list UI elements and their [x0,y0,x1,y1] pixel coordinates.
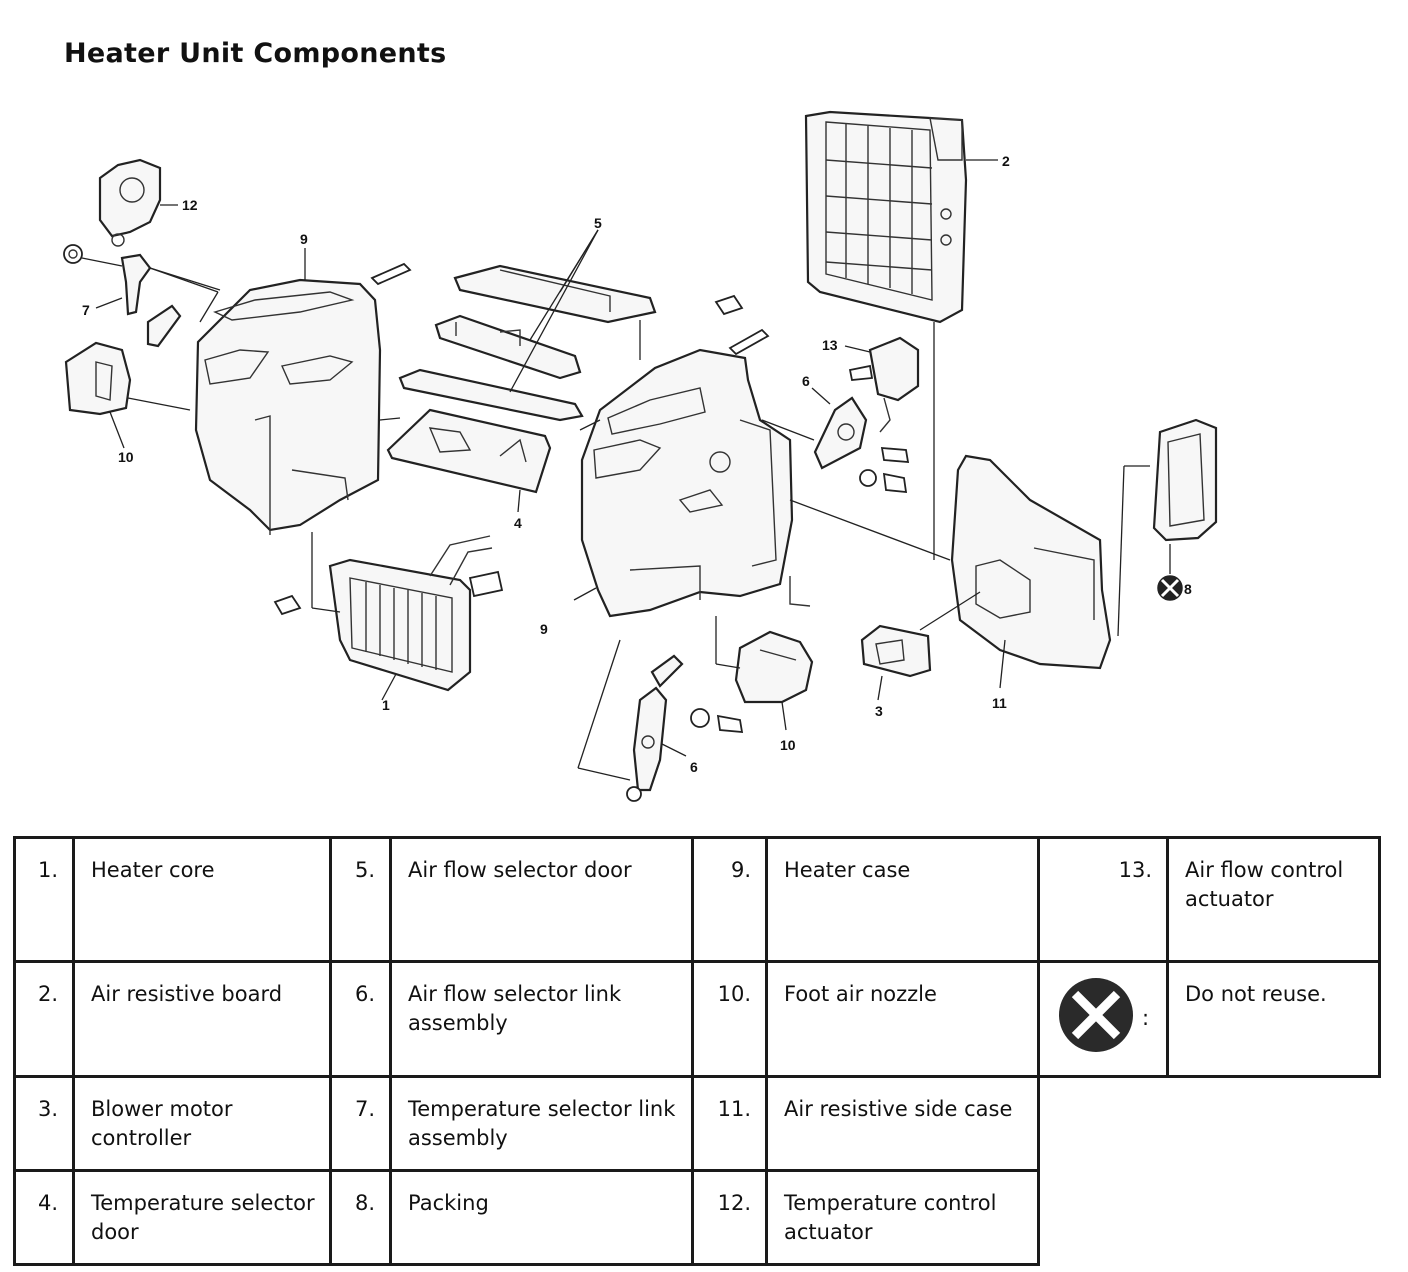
exploded-parts-diagram: 1 2 3 4 5 6 6 7 8 9 9 10 10 11 12 13 [63,110,1218,802]
legend-num: 13. [1037,836,1169,963]
air-flow-selector-link-lower-part [577,639,744,802]
air-flow-selector-link-upper-part [811,387,910,494]
legend-label: Air resistive board [72,960,332,1078]
legend-num: 6. [329,960,392,1078]
legend-label: Air flow control actuator [1166,836,1381,963]
legend-label: Packing [389,1169,694,1266]
callout-8: 8 [1184,581,1192,597]
legend-label: Temperature selector door [72,1169,332,1266]
assembly-leader-lines [149,267,815,441]
legend-row: 4. Temperature selector door 8. Packing … [13,1169,1380,1266]
callout-10-left: 10 [118,449,134,465]
callout-9-left: 9 [300,231,308,247]
legend-label: Heater core [72,836,332,963]
air-resistive-side-case-part [789,454,1112,689]
legend-label: Air resistive side case [765,1075,1040,1172]
legend-num: 3. [13,1075,75,1172]
callout-1: 1 [382,697,390,713]
callout-13: 13 [822,337,838,353]
legend-row: 3. Blower motor controller 7. Temperatur… [13,1075,1380,1172]
legend-num: 10. [691,960,768,1078]
legend-num: 7. [329,1075,392,1172]
heater-case-right-part [573,294,811,618]
callout-6-lower: 6 [690,759,698,775]
air-flow-selector-door-parts [398,229,657,422]
legend-num: 2. [13,960,75,1078]
callout-3: 3 [875,703,883,719]
legend-num: 8. [329,1169,392,1266]
callout-2: 2 [1002,153,1010,169]
temperature-control-actuator-part [98,158,178,247]
callout-7: 7 [82,302,90,318]
foot-air-nozzle-left-part [64,341,191,449]
packing-part [1117,418,1218,637]
legend-num: 5. [329,836,392,963]
legend-label: Temperature selector link assembly [389,1075,694,1172]
legend-label: Air flow selector door [389,836,694,963]
legend-row: 2. Air resistive board 6. Air flow selec… [13,960,1381,1078]
legend-num: 1. [13,836,75,963]
callout-6-upper: 6 [802,373,810,389]
legend-empty-cell [1039,1077,1380,1171]
callout-12: 12 [182,197,198,213]
legend-num: 11. [691,1075,768,1172]
legend-label: Blower motor controller [72,1075,332,1172]
do-not-reuse-symbol-cell: : [1037,960,1169,1078]
callout-4: 4 [514,515,522,531]
legend-num: 9. [691,836,768,963]
symbol-separator: : [1142,1006,1148,1030]
legend-label: Heater case [765,836,1040,963]
do-not-reuse-label: Do not reuse. [1166,960,1381,1078]
heater-case-left-part [149,248,412,535]
legend-empty-cell [1039,1171,1380,1265]
legend-label: Temperature control actuator [765,1169,1040,1266]
callout-11: 11 [992,695,1007,711]
legend-label: Foot air nozzle [765,960,1040,1078]
air-resistive-board-part [804,110,998,560]
temperature-selector-link-part [63,244,182,348]
page-title: Heater Unit Components [64,38,447,69]
legend-label: Air flow selector link assembly [389,960,694,1078]
legend-row: 1. Heater core 5. Air flow selector door… [13,836,1381,963]
legend-table: 1. Heater core 5. Air flow selector door… [13,836,1381,1266]
legend-num: 4. [13,1169,75,1266]
legend-num: 12. [691,1169,768,1266]
temperature-selector-door-part [386,408,552,513]
blower-motor-controller-part [860,624,932,701]
air-flow-control-actuator-part [844,336,920,433]
callout-9-right: 9 [540,621,548,637]
foot-air-nozzle-right-part [715,616,814,731]
do-not-reuse-icon: : [1059,978,1149,1052]
heater-core-part [273,532,504,701]
callout-5: 5 [594,215,602,231]
callout-10-right: 10 [780,737,796,753]
